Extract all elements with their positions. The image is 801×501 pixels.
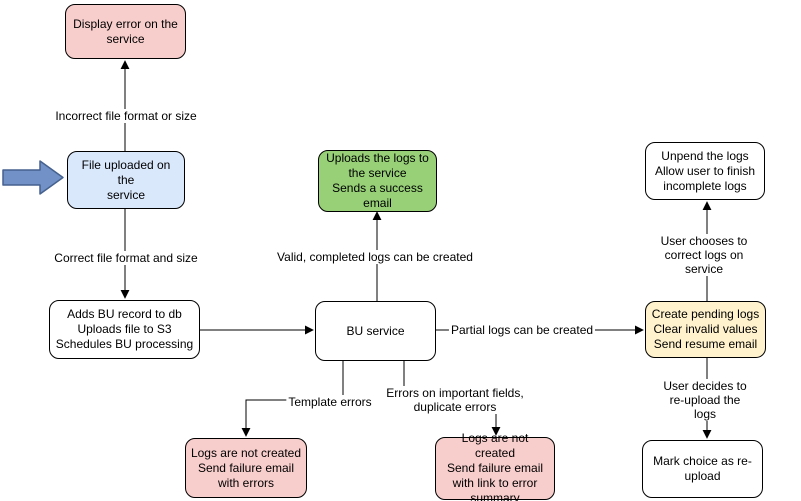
edge-label-correct-format: Correct file format and size	[52, 251, 200, 265]
edge-label-valid-logs: Valid, completed logs can be created	[275, 250, 475, 264]
node-mark-reupload: Mark choice as re- upload	[642, 440, 763, 498]
node-uploads-logs: Uploads the logs to the service Sends a …	[318, 150, 437, 212]
node-bu-service: BU service	[315, 301, 436, 361]
edge-label-user-reuploads: User decides to re-upload the logs	[657, 379, 753, 421]
node-fail-errors: Logs are not created Send failure email …	[185, 438, 307, 498]
node-create-pending: Create pending logs Clear invalid values…	[645, 301, 766, 358]
node-adds-bu-record: Adds BU record to db Uploads file to S3 …	[49, 300, 200, 359]
node-file-uploaded: File uploaded on the service	[67, 151, 185, 209]
node-unpend-logs: Unpend the logs Allow user to finish inc…	[645, 142, 765, 200]
node-display-error: Display error on the service	[65, 4, 186, 59]
entry-arrow-icon	[2, 160, 64, 195]
edge-label-user-corrects: User chooses to correct logs on service	[655, 234, 753, 276]
edge-label-incorrect-format: Incorrect file format or size	[53, 109, 199, 123]
node-fail-summary: Logs are not created Send failure email …	[435, 431, 555, 501]
edge-label-partial-logs: Partial logs can be created	[448, 323, 596, 337]
edge-label-template-errors: Template errors	[286, 395, 374, 409]
edge-label-important-errors: Errors on important fields, duplicate er…	[384, 386, 526, 414]
